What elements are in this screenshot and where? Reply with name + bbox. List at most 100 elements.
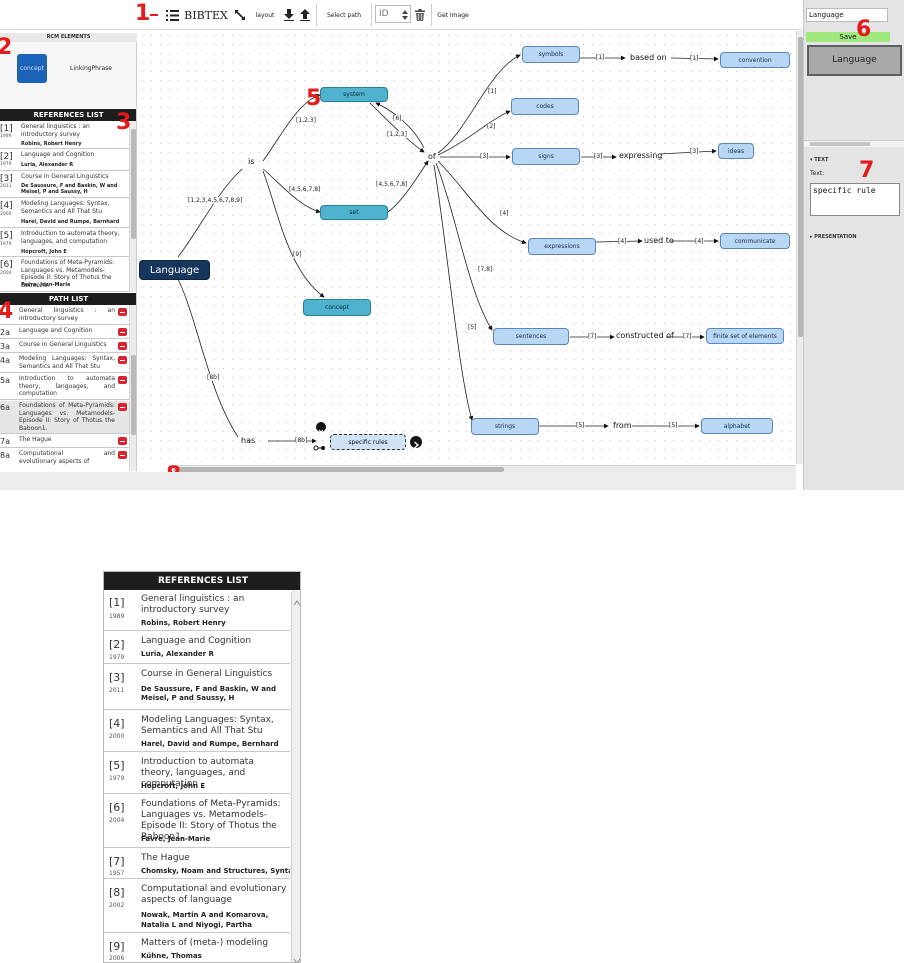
phrase-expressing[interactable]: expressing [619, 151, 663, 160]
concept-map-canvas[interactable]: Language system set concept symbols code… [138, 31, 796, 473]
text-area[interactable]: specific rule [810, 183, 900, 216]
layout-button[interactable]: layout [255, 11, 275, 19]
phrase-is[interactable]: is [248, 157, 255, 166]
canvas-vertical-scrollbar[interactable] [796, 31, 803, 464]
delete-path-button[interactable] [118, 328, 127, 336]
concept-ideas[interactable]: ideas [718, 143, 754, 159]
concept-communicate[interactable]: communicate [720, 233, 790, 249]
path-list-scrollbar[interactable] [129, 305, 136, 471]
path-item[interactable]: 7a The Hague [0, 435, 129, 448]
concept-convention[interactable]: convention [720, 52, 790, 68]
concept-specific-rules-selected[interactable]: specific rules [330, 434, 406, 450]
concept-strings[interactable]: strings [471, 418, 539, 435]
annotation-6: 6 [856, 17, 872, 42]
path-id-stepper[interactable] [375, 5, 411, 23]
delete-path-button[interactable] [118, 403, 127, 411]
concept-name-input[interactable] [806, 8, 888, 22]
preview-scrollbar[interactable] [804, 140, 904, 147]
concept-template[interactable]: concept [17, 54, 47, 83]
reference-item[interactable]: [7] 1957 The Hague Chomsky, Noam and Str… [104, 849, 290, 879]
close-icon[interactable] [316, 422, 326, 435]
path-item[interactable]: 4a Modeling Languages: Syntax, Semantics… [0, 354, 129, 373]
concept-alphabet[interactable]: alphabet [701, 418, 773, 434]
phrase-has[interactable]: has [241, 436, 256, 445]
path-item[interactable]: 1 General linguistics : an introductory … [0, 306, 129, 325]
delete-path-button[interactable] [118, 451, 127, 459]
edge-of-codes [437, 110, 511, 156]
scrollbar-thumb[interactable] [131, 129, 136, 239]
concept-symbols[interactable]: symbols [522, 46, 580, 63]
path-item-selected[interactable]: 6a Foundations of Meta-Pyramids: Languag… [0, 401, 129, 434]
stepper-arrows-icon[interactable] [400, 5, 410, 25]
delete-path-button[interactable] [118, 308, 127, 316]
list-icon[interactable] [165, 5, 179, 25]
canvas-horizontal-scrollbar[interactable] [168, 465, 796, 473]
trash-icon[interactable] [414, 5, 426, 25]
save-button[interactable]: Save [806, 32, 890, 42]
edge-of-strings [433, 164, 474, 421]
reference-item[interactable]: [4] 2000 Modeling Languages: Syntax, Sem… [104, 711, 290, 752]
delete-path-button[interactable] [118, 376, 127, 384]
reference-authors: Chomsky, Noam and Structures, Syntactic [141, 867, 290, 875]
scrollbar-thumb[interactable] [174, 467, 504, 472]
concept-signs[interactable]: signs [512, 148, 580, 165]
reference-year: 1979 [0, 162, 12, 167]
reference-item[interactable]: [6] 2004 Foundations of Meta-Pyramids: L… [104, 795, 290, 848]
scrollbar-thumb[interactable] [131, 355, 136, 435]
reference-authors: Favre, Jean-Marie [21, 282, 71, 288]
reference-item[interactable]: [6] 2004 Foundations of Meta-Pyramids: L… [0, 258, 129, 292]
phrase-used-to[interactable]: used to [644, 236, 674, 245]
resize-handle-icon[interactable] [313, 437, 327, 451]
concept-set[interactable]: set [320, 205, 388, 220]
upload-icon[interactable] [299, 5, 311, 25]
reference-item[interactable]: [8] 2002 Computational and evolutionary … [104, 880, 290, 933]
download-icon[interactable] [283, 5, 295, 25]
select-path-button[interactable]: Select path [326, 11, 362, 19]
delete-path-button[interactable] [118, 356, 127, 364]
reference-item[interactable]: [4] 2000 Modeling Languages: Syntax, Sem… [0, 199, 129, 228]
reference-item[interactable]: [5] 1979 Introduction to automata theory… [104, 753, 290, 794]
reference-item[interactable]: [1] 1989 General linguistics : an introd… [104, 590, 290, 631]
reference-item[interactable]: [3] 2011 Course in General Linguistics D… [0, 172, 129, 198]
concept-expressions[interactable]: expressions [528, 238, 596, 255]
edge-of-system [375, 102, 425, 149]
path-item[interactable]: 3a Course in General Linguistics [0, 340, 129, 353]
path-id: 1 [0, 308, 6, 317]
edge-label: [1,2,3,4,5,6,7,8,9] [188, 197, 243, 204]
reference-item[interactable]: [1] 1989 General linguistics : an introd… [0, 122, 129, 149]
path-item[interactable]: 5a Introduction to automata theory, lang… [0, 374, 129, 400]
get-image-button[interactable]: Get Image [437, 11, 469, 19]
delete-path-button[interactable] [118, 342, 127, 350]
phrase-constructed-of[interactable]: constructed of [616, 331, 674, 340]
scroll-down-icon[interactable] [293, 950, 300, 962]
concept-system[interactable]: system [320, 87, 388, 102]
presentation-section-header[interactable]: ▸ PRESENTATION [804, 233, 904, 242]
path-item[interactable]: 8a Computational and evolutionary aspect… [0, 449, 129, 471]
reference-item[interactable]: [5] 1979 Introduction to automata theory… [0, 229, 129, 257]
reference-item[interactable]: [3] 2011 Course in General Linguistics D… [104, 665, 290, 710]
references-zoomed-scrollbar[interactable] [291, 590, 300, 962]
linking-phrase-template[interactable]: LinkingPhrase [70, 65, 112, 72]
phrase-from[interactable]: from [613, 421, 632, 430]
edge-of-expressions [437, 160, 527, 245]
reference-item[interactable]: [2] 1979 Language and Cognition Luria, A… [104, 632, 290, 664]
references-scrollbar[interactable] [129, 121, 136, 292]
concept-concept[interactable]: concept [303, 299, 371, 316]
concept-language[interactable]: Language [139, 260, 210, 280]
concept-codes[interactable]: codes [511, 98, 579, 115]
reference-item[interactable]: [2] 1979 Language and Cognition Luria, A… [0, 150, 129, 171]
phrase-of[interactable]: of [428, 152, 436, 161]
scroll-up-icon[interactable] [293, 592, 300, 606]
scrollbar-thumb[interactable] [810, 142, 870, 146]
text-section-header[interactable]: ▾ TEXT [804, 156, 904, 165]
concept-sentences[interactable]: sentences [493, 328, 569, 345]
link-arrow-icon[interactable] [410, 436, 422, 449]
delete-path-button[interactable] [118, 437, 127, 445]
path-item[interactable]: 2a Language and Cognition [0, 326, 129, 339]
bibtex-button[interactable]: BIBTEX [184, 8, 228, 22]
scrollbar-thumb[interactable] [798, 37, 803, 337]
concept-finite-set[interactable]: finite set of elements [706, 328, 784, 344]
reference-item[interactable]: [9] 2006 Matters of (meta-) modeling Küh… [104, 934, 290, 962]
expand-icon[interactable] [233, 5, 247, 25]
phrase-based-on[interactable]: based on [630, 53, 667, 62]
